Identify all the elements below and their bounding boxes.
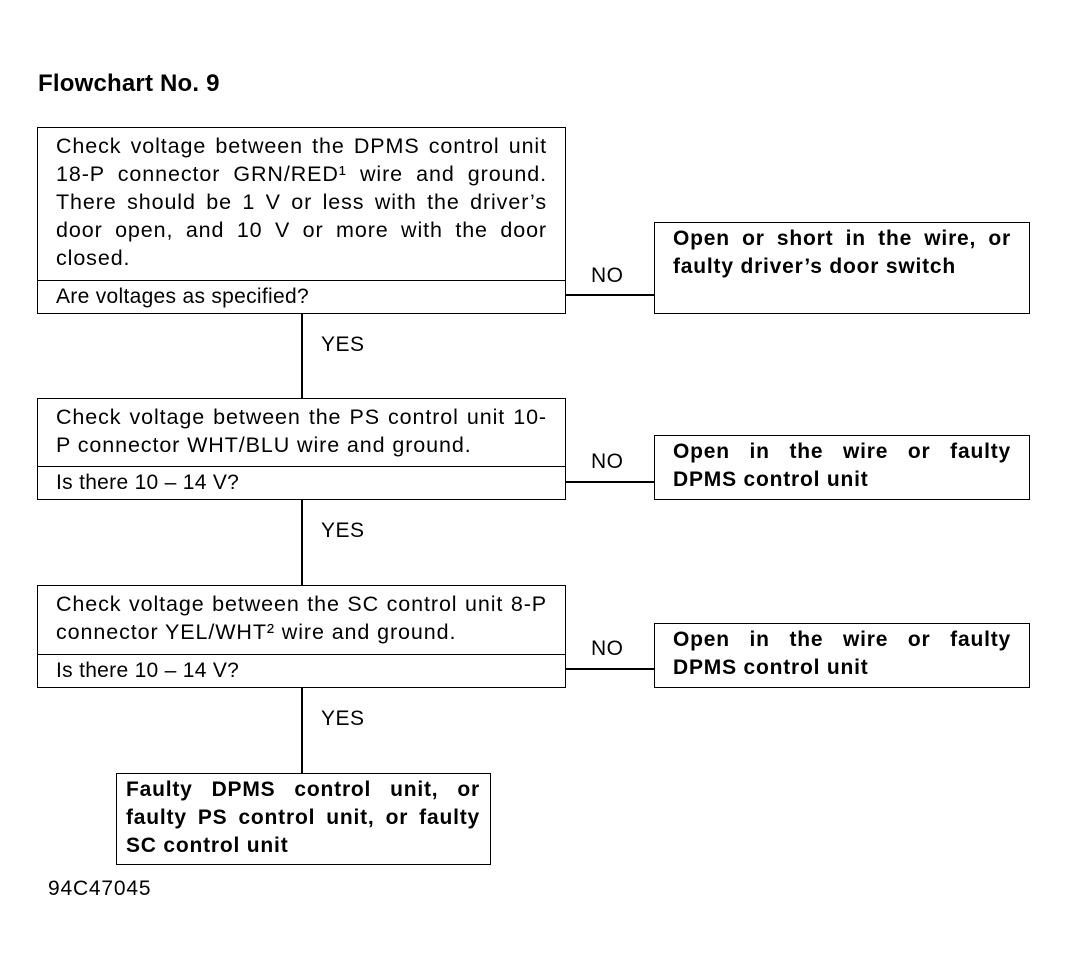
final-result-text: Faulty DPMS control unit, or faulty PS c… <box>126 778 480 857</box>
no-connector-1 <box>566 294 654 296</box>
result-text-2: Open in the wire or faulty DPMS control … <box>673 440 1011 491</box>
no-label-3: NO <box>591 637 624 660</box>
yes-connector-1 <box>301 314 303 398</box>
no-label-2: NO <box>591 450 624 473</box>
check-text-3: Check voltage between the SC control uni… <box>56 592 547 644</box>
flowchart-title: Flowchart No. 9 <box>38 70 220 97</box>
result-box-2: Open in the wire or faulty DPMS control … <box>654 435 1030 500</box>
no-label-1: NO <box>591 264 624 287</box>
result-text-1: Open or short in the wire, or faulty dri… <box>673 227 1011 278</box>
check-box-2: Check voltage between the PS control uni… <box>37 398 566 500</box>
result-text-3: Open in the wire or faulty DPMS control … <box>673 628 1011 679</box>
yes-label-2: YES <box>321 519 365 542</box>
no-connector-2 <box>566 481 654 483</box>
figure-id: 94C47045 <box>48 877 152 900</box>
check-text-2: Check voltage between the PS control uni… <box>56 405 547 457</box>
question-3: Is there 10 – 14 V? <box>38 654 565 687</box>
yes-connector-3 <box>301 688 303 773</box>
yes-label-3: YES <box>321 707 365 730</box>
final-result-box: Faulty DPMS control unit, or faulty PS c… <box>116 773 491 865</box>
no-connector-3 <box>566 668 654 670</box>
result-box-3: Open in the wire or faulty DPMS control … <box>654 623 1030 688</box>
yes-connector-2 <box>301 500 303 585</box>
question-2: Is there 10 – 14 V? <box>38 466 565 499</box>
result-box-1: Open or short in the wire, or faulty dri… <box>654 222 1030 314</box>
check-text-1: Check voltage between the DPMS control u… <box>56 134 547 270</box>
question-1: Are voltages as specified? <box>38 280 565 313</box>
yes-label-1: YES <box>321 333 365 356</box>
check-box-3: Check voltage between the SC control uni… <box>37 585 566 688</box>
check-box-1: Check voltage between the DPMS control u… <box>37 127 566 314</box>
